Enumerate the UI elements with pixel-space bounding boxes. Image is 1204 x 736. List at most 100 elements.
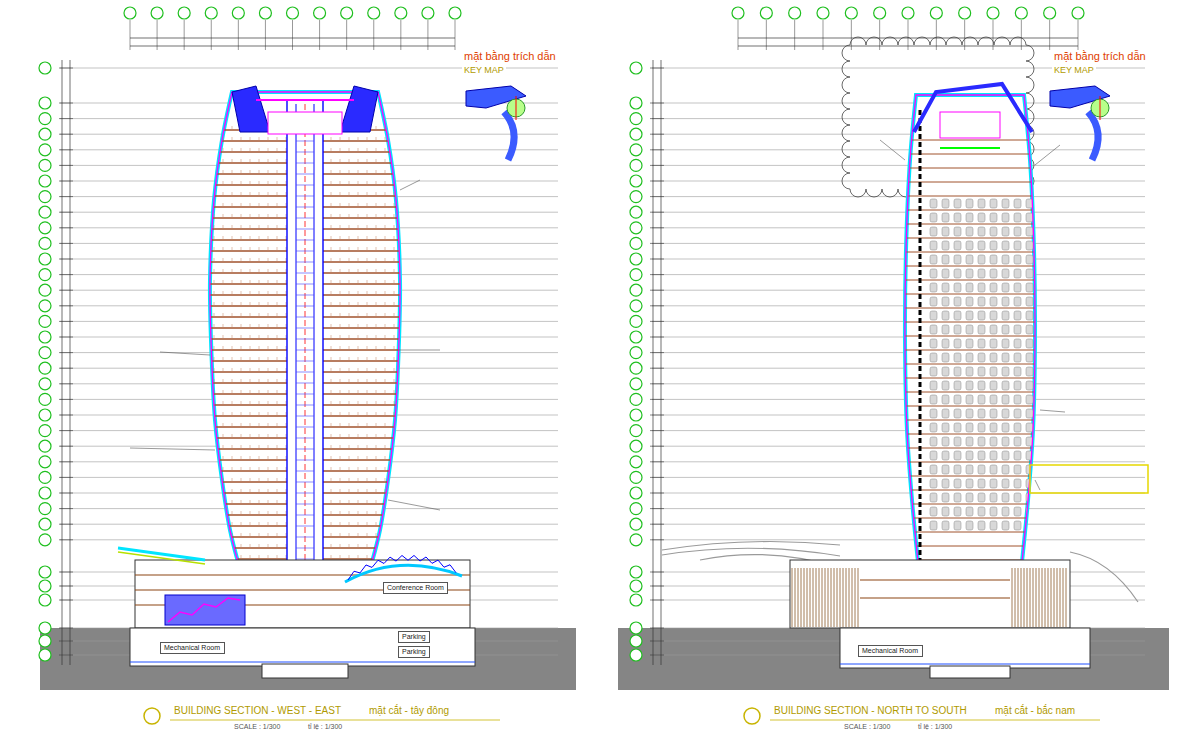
window-unit — [1026, 213, 1033, 222]
grid-bubble — [39, 331, 51, 343]
railing-post — [340, 511, 341, 515]
railing-post — [367, 236, 368, 240]
dimension-tick — [650, 600, 664, 601]
railing-post — [277, 203, 278, 207]
grid-bubble — [39, 128, 51, 140]
floor-slab — [895, 490, 1045, 491]
railing-post — [241, 236, 242, 240]
railing-post — [232, 280, 233, 284]
railing-post — [277, 291, 278, 295]
grid-bubble — [124, 7, 136, 19]
dimension-tick — [59, 196, 73, 197]
timber-louver — [1063, 568, 1064, 627]
leader-line — [388, 500, 440, 510]
window-unit — [1014, 283, 1021, 292]
railing-post — [394, 555, 395, 559]
railing-post — [340, 434, 341, 438]
railing-post — [259, 544, 260, 548]
leader-line — [398, 350, 440, 351]
window-unit — [966, 521, 973, 530]
dimension-tick — [59, 572, 73, 573]
grid-bubble — [630, 487, 642, 499]
window-unit — [1002, 269, 1009, 278]
railing-post — [250, 247, 251, 251]
window-unit — [966, 479, 973, 488]
railing-post — [367, 313, 368, 317]
railing-post — [232, 313, 233, 317]
timber-louver — [810, 568, 811, 627]
dimension-tick — [59, 274, 73, 275]
grid-bubble — [630, 284, 642, 296]
window-unit — [954, 521, 961, 530]
level-line — [652, 305, 1145, 306]
railing-post — [241, 324, 242, 328]
railing-post — [349, 423, 350, 427]
timber-louver — [849, 568, 850, 627]
window-unit — [930, 255, 937, 264]
window-unit — [1014, 451, 1021, 460]
dimension-tick — [650, 274, 664, 275]
dimension-tick — [59, 600, 73, 601]
timber-louver — [855, 568, 856, 627]
railing-post — [232, 335, 233, 339]
railing-post — [259, 324, 260, 328]
railing-post — [250, 236, 251, 240]
railing-post — [250, 522, 251, 526]
timber-louver — [828, 568, 829, 627]
window-unit — [942, 213, 949, 222]
railing-post — [349, 434, 350, 438]
railing-post — [241, 148, 242, 152]
railing-post — [214, 302, 215, 306]
dimension-tick — [59, 539, 73, 540]
window-unit — [930, 451, 937, 460]
railing-post — [277, 368, 278, 372]
railing-post — [367, 159, 368, 163]
timber-louver — [1018, 568, 1019, 627]
window-unit — [1002, 479, 1009, 488]
railing-post — [358, 412, 359, 416]
window-unit — [954, 381, 961, 390]
railing-post — [232, 291, 233, 295]
railing-post — [340, 225, 341, 229]
window-unit — [1014, 297, 1021, 306]
railing-post — [358, 192, 359, 196]
window-unit — [978, 339, 985, 348]
railing-post — [223, 258, 224, 262]
window-unit — [978, 199, 985, 208]
grid-bubble — [39, 393, 51, 405]
tower-outline — [905, 95, 1035, 562]
railing-post — [259, 269, 260, 273]
railing-post — [367, 522, 368, 526]
core-floor — [296, 350, 314, 351]
window-unit — [978, 255, 985, 264]
window-unit — [954, 297, 961, 306]
railing-post — [394, 456, 395, 460]
dimension-tick — [650, 430, 664, 431]
railing-post — [259, 357, 260, 361]
railing-post — [331, 313, 332, 317]
key-map-title: mặt bằng trích dẫn — [462, 50, 558, 63]
dimension-tick — [650, 305, 664, 306]
railing-post — [376, 423, 377, 427]
railing-post — [259, 379, 260, 383]
dimension-tick — [650, 524, 664, 525]
core-floor — [296, 394, 314, 395]
railing-post — [241, 137, 242, 141]
core-floor — [296, 361, 314, 362]
floor-slab — [895, 546, 1045, 547]
railing-post — [358, 170, 359, 174]
railing-post — [331, 291, 332, 295]
railing-post — [259, 159, 260, 163]
railing-post — [223, 401, 224, 405]
railing-post — [385, 313, 386, 317]
section-title: mặt cắt - bắc nam — [993, 705, 1077, 717]
railing-post — [349, 137, 350, 141]
grid-bubble — [39, 378, 51, 390]
crown-room — [268, 112, 342, 134]
grid-bubble — [39, 300, 51, 312]
key-map-plan — [1088, 112, 1098, 160]
railing-post — [214, 313, 215, 317]
railing-post — [349, 511, 350, 515]
window-unit — [930, 269, 937, 278]
dimension-tick — [650, 493, 664, 494]
